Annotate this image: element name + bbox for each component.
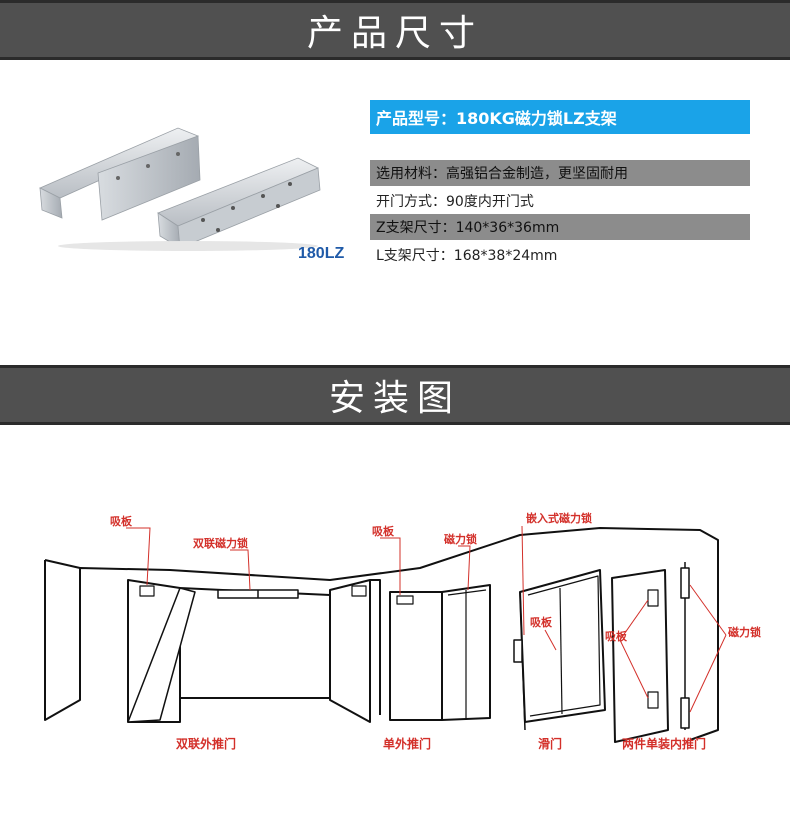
z-bracket-shape — [39, 127, 201, 221]
diagram-label-plate-1: 吸板 — [110, 514, 133, 528]
install-diagram: 吸板 双联磁力锁 吸板 磁力锁 嵌入式磁力锁 吸板 吸板 磁力锁 双联外推门 单… — [0, 430, 790, 814]
bracket-product-image — [39, 127, 321, 251]
diagram-label-lock: 磁力锁 — [444, 532, 477, 546]
spec-row-l-size: L支架尺寸：168*38*24mm — [376, 248, 558, 264]
spec-row-material: 选用材料：高强铝合金制造，更坚固耐用 — [370, 160, 750, 186]
caption-double-out: 双联外推门 — [176, 736, 236, 751]
spec-title-bar: 产品型号：180KG磁力锁LZ支架 — [370, 100, 750, 134]
diagram-label-plate-4: 吸板 — [605, 629, 628, 643]
diagram-label-plate-slide: 吸板 — [530, 615, 553, 629]
spec-row-opening: 开门方式：90度内开门式 — [376, 194, 534, 210]
diagram-label-embedded-lock: 嵌入式磁力锁 — [526, 511, 592, 525]
diagram-label-plate-2: 吸板 — [372, 524, 395, 538]
section-title: 产品尺寸 — [306, 13, 483, 54]
install-diagram-drawing: 吸板 双联磁力锁 吸板 磁力锁 嵌入式磁力锁 吸板 吸板 磁力锁 双联外推门 单… — [44, 511, 761, 751]
spec-row-z-size: Z支架尺寸：140*36*36mm — [370, 214, 750, 240]
l-bracket-shape — [157, 157, 321, 249]
diagram-label-lock-4: 磁力锁 — [728, 625, 761, 639]
caption-sliding: 滑门 — [538, 736, 562, 751]
model-code-label: 180LZ — [298, 245, 345, 262]
section-banner-product-size: 产品尺寸 — [0, 0, 790, 60]
section-title: 安装图 — [328, 378, 461, 419]
caption-double-in: 两件单装内推门 — [622, 736, 706, 751]
caption-single-out: 单外推门 — [383, 736, 431, 751]
diagram-label-double-lock: 双联磁力锁 — [193, 536, 248, 550]
section-banner-install: 安装图 — [0, 365, 790, 425]
